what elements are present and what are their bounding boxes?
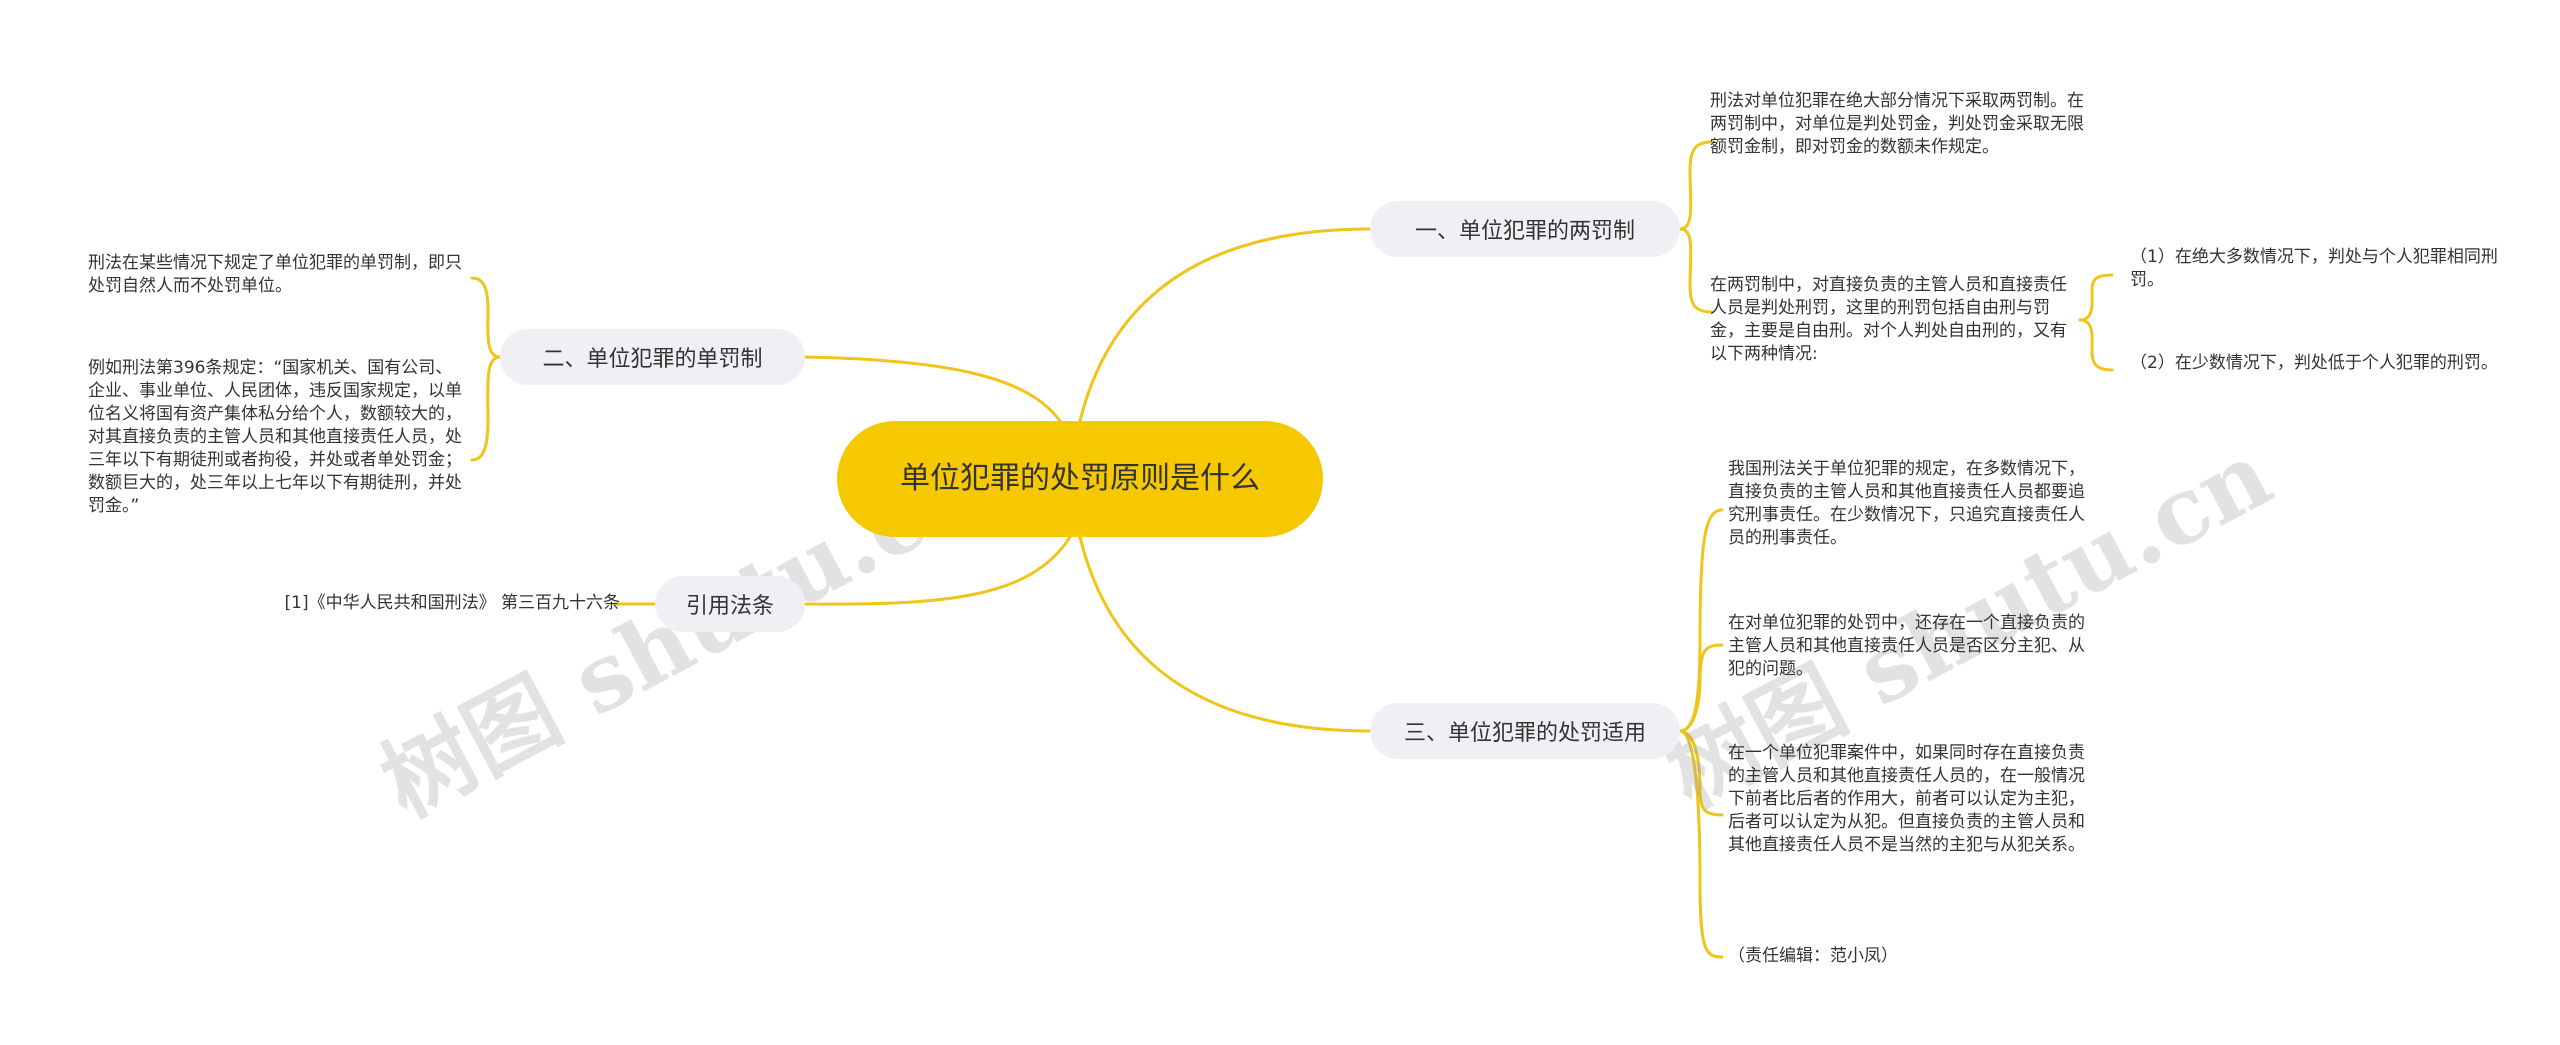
branch-label: 一、单位犯罪的两罚制 xyxy=(1414,219,1635,244)
branch-two-penalty-system[interactable]: 一、单位犯罪的两罚制 xyxy=(1370,201,1680,257)
branch-label: 引用法条 xyxy=(685,594,774,619)
branch-penalty-application[interactable]: 三、单位犯罪的处罚适用 xyxy=(1370,703,1680,759)
leaf-text[interactable]: [1]《中华人民共和国刑法》 第三百九十六条 xyxy=(284,593,620,613)
central-topic[interactable]: 单位犯罪的处罚原则是什么 xyxy=(837,421,1323,537)
leaf-text[interactable]: （责任编辑：范小凤） xyxy=(1728,946,1898,966)
leaf-text[interactable]: 我国刑法关于单位犯罪的规定，在多数情况下，直接负责的主管人员和其他直接责任人员都… xyxy=(1728,459,2085,548)
leaf-text[interactable]: 在两罚制中，对直接负责的主管人员和直接责任人员是判处刑罚，这里的刑罚包括自由刑与… xyxy=(1710,275,2067,364)
leaf-text[interactable]: 例如刑法第396条规定：“国家机关、国有公司、企业、事业单位、人民团体，违反国家… xyxy=(88,358,462,516)
leaf-text[interactable]: 刑法在某些情况下规定了单位犯罪的单罚制，即只处罚自然人而不处罚单位。 xyxy=(88,253,462,296)
leaf-text[interactable]: （1）在绝大多数情况下，判处与个人犯罪相同刑罚。 xyxy=(2130,247,2498,290)
bracket-b1 xyxy=(1678,140,1714,231)
branch-cited-law[interactable]: 引用法条 xyxy=(655,576,805,632)
central-topic-label: 单位犯罪的处罚原则是什么 xyxy=(900,461,1260,496)
branch-single-penalty-system[interactable]: 二、单位犯罪的单罚制 xyxy=(500,329,805,385)
leaf-text[interactable]: （2）在少数情况下，判处低于个人犯罪的刑罚。 xyxy=(2130,353,2498,373)
link-center-b3 xyxy=(803,535,1072,606)
branch-label: 三、单位犯罪的处罚适用 xyxy=(1403,721,1646,746)
leaf-text[interactable]: 在一个单位犯罪案件中，如果同时存在直接负责的主管人员和其他直接责任人员的，在一般… xyxy=(1728,743,2085,855)
link-center-b2 xyxy=(803,355,1062,423)
leaf-text[interactable]: 在对单位犯罪的处罚中，还存在一个直接负责的主管人员和其他直接责任人员是否区分主犯… xyxy=(1728,613,2085,679)
link-center-b1 xyxy=(1078,227,1372,423)
bracket-b2 xyxy=(470,276,502,359)
leaf-text[interactable]: 刑法对单位犯罪在绝大部分情况下采取两罚制。在两罚制中，对单位是判处罚金，判处罚金… xyxy=(1710,91,2084,157)
branch-label: 二、单位犯罪的单罚制 xyxy=(542,347,763,372)
bracket-b1b xyxy=(2078,273,2114,322)
link-center-b4 xyxy=(1078,535,1372,733)
